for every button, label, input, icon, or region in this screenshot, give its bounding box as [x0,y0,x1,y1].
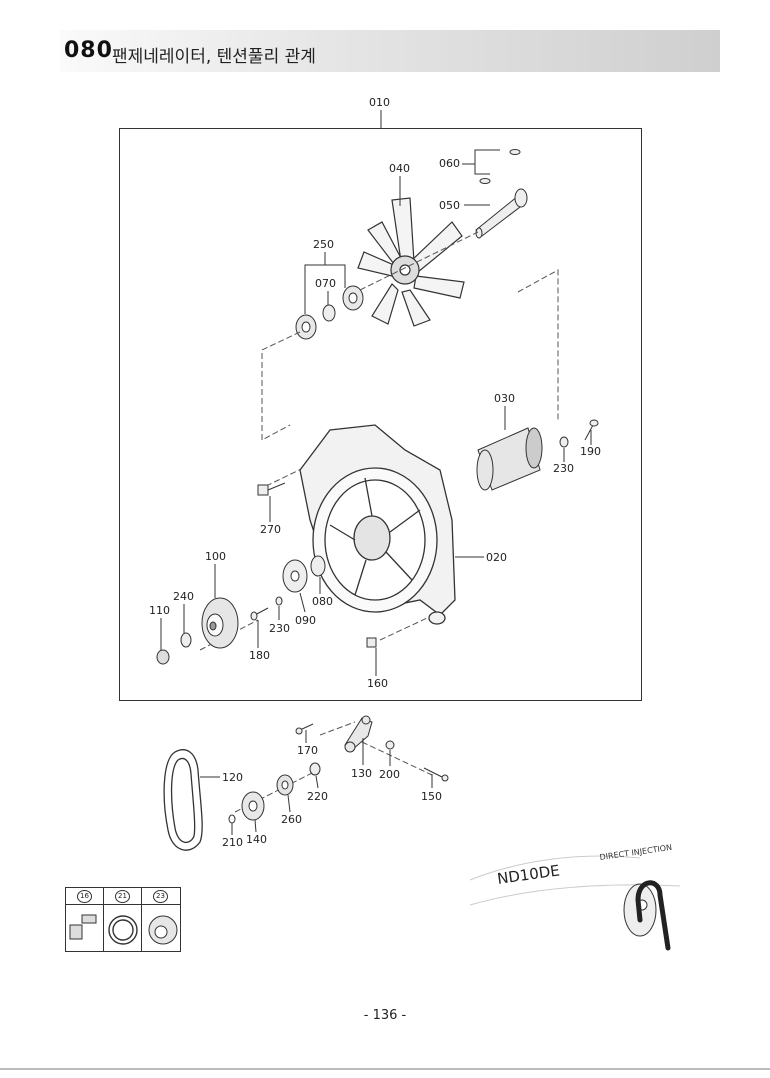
label-150: 150 [421,790,442,803]
bolt-270 [257,482,286,496]
legend-bolt-icon [69,914,97,940]
bolt-190 [584,419,599,441]
label-100: 100 [205,550,226,563]
fastener-legend: 16 21 23 [65,887,181,952]
label-140: 140 [246,833,267,846]
label-010: 010 [369,96,390,109]
label-060: 060 [439,157,460,170]
washer-230-lower [275,596,283,606]
legend-col-3: 23 [142,888,180,951]
tension-arm-130 [344,715,373,753]
label-260: 260 [281,813,302,826]
legend-seal-icon [148,915,178,945]
bolt-180 [250,607,269,621]
label-230-lower: 230 [269,622,290,635]
crank-pulley-100 [201,597,239,649]
legend-col-1: 16 [66,888,104,951]
washer-200 [385,740,395,750]
legend-number: 16 [77,890,92,903]
model-name: ND10DE [496,861,561,888]
bolt-150 [423,767,449,782]
assembly-frame [119,128,642,701]
label-230-upper: 230 [553,462,574,475]
legend-header [66,888,180,905]
label-080: 080 [312,595,333,608]
model-badge: ND10DE DIRECT INJECTION [469,843,681,951]
label-160: 160 [367,677,388,690]
plate-090 [282,559,308,593]
page-number: - 136 - [363,1008,407,1023]
fan-housing-020 [299,424,456,625]
label-070: 070 [315,277,336,290]
footer-line [0,1068,770,1070]
washer-240 [180,632,192,648]
pulley-030 [476,427,543,491]
label-130: 130 [351,767,372,780]
legend-col-2: 21 [104,888,142,951]
model-badge-text: DIRECT INJECTION [599,843,673,862]
label-120: 120 [222,771,243,784]
label-220: 220 [307,790,328,803]
label-270: 270 [260,523,281,536]
section-number: 080 [64,38,113,63]
bolt-170 [295,723,314,735]
bolt-160 [366,637,377,648]
key-060 [479,149,521,184]
section-title: 팬제네레이터, 텐션풀리 관계 [112,47,316,67]
label-020: 020 [486,551,507,564]
label-050: 050 [439,199,460,212]
label-090: 090 [295,614,316,627]
nut-110 [156,649,170,665]
belt-symbol-icon [635,880,671,951]
legend-number: 21 [115,890,130,903]
washer-220 [309,762,321,776]
header-band [60,30,720,72]
seal-080 [310,555,326,577]
label-110: 110 [149,604,170,617]
legend-snap-ring-icon [108,915,138,945]
label-200: 200 [379,768,400,781]
fan-blade-040 [357,197,465,327]
label-250: 250 [313,238,334,251]
v-belt-120 [163,749,203,851]
bearing-250 [295,285,364,340]
shaft-050 [475,188,528,239]
bearing-260 [276,774,294,796]
label-210: 210 [222,836,243,849]
idler-pulley-140 [241,791,265,821]
label-030: 030 [494,392,515,405]
snap-ring-210 [228,814,236,824]
label-190: 190 [580,445,601,458]
label-170: 170 [297,744,318,757]
legend-number: 23 [153,890,168,903]
label-040: 040 [389,162,410,175]
label-180: 180 [249,649,270,662]
washer-230-upper [559,436,569,448]
spacer-070 [322,304,336,322]
label-240: 240 [173,590,194,603]
